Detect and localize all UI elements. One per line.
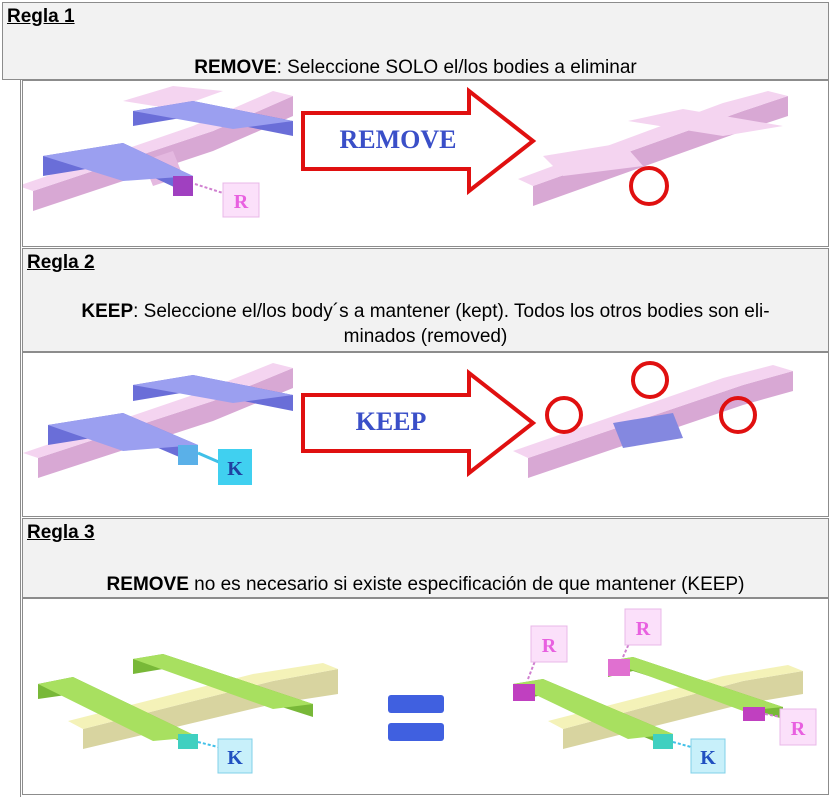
rule-3-tag-r-3: R bbox=[764, 708, 817, 746]
rule-3-header: Regla 3 REMOVE no es necesario si existe… bbox=[22, 518, 829, 598]
rule-2-tag-k-text: K bbox=[227, 458, 243, 480]
rule-3-tag-r-2-text: R bbox=[636, 618, 651, 640]
rule-3-tag-k-2-text: K bbox=[700, 747, 716, 769]
rule-3-tag-r-1: R bbox=[527, 625, 568, 680]
rule-1-arrow: REMOVE bbox=[301, 86, 537, 196]
rule-1-title: Regla 1 bbox=[7, 6, 75, 27]
rule-3-left-body bbox=[38, 654, 338, 749]
rule-2-header: Regla 2 KEEP: Seleccione el/los body´s a… bbox=[22, 248, 829, 352]
rule-3-description: REMOVE no es necesario si existe especif… bbox=[23, 572, 828, 597]
rule-3-tag-r-2: R bbox=[622, 608, 662, 658]
rule-2-illustration: K KEEP bbox=[22, 352, 829, 517]
rule-2-text-line2: minados (removed) bbox=[343, 326, 508, 347]
equals-sign bbox=[388, 695, 444, 741]
rule-3-right-body bbox=[513, 657, 803, 749]
rule-2-tag-k: K bbox=[197, 449, 252, 485]
rule-1-text: : Seleccione SOLO el/los bodies a elimin… bbox=[276, 57, 637, 78]
rule-3-tag-r-3-text: R bbox=[791, 718, 806, 740]
rule-1-arrow-label: REMOVE bbox=[340, 125, 457, 154]
rule-1-description: REMOVE: Seleccione SOLO el/los bodies a … bbox=[3, 55, 828, 80]
rule-1-tag-r-text: R bbox=[234, 191, 249, 213]
rule-2-title: Regla 2 bbox=[27, 252, 95, 273]
rule-2-result-body bbox=[513, 361, 793, 478]
rule-1-illustration: R REMOVE bbox=[22, 80, 829, 247]
rule-2-description: KEEP: Seleccione el/los body´s a mantene… bbox=[23, 299, 828, 349]
rule-3-tag-k-2: K bbox=[672, 738, 726, 774]
rule-2-arrow-label: KEEP bbox=[356, 407, 427, 436]
rule-2-removed-marker-1 bbox=[545, 396, 583, 434]
rule-1-keyword: REMOVE bbox=[194, 57, 277, 78]
rule-1-removed-marker bbox=[629, 166, 669, 206]
rule-1-tag-r: R bbox=[194, 182, 260, 218]
rule-1-result-body bbox=[518, 91, 788, 206]
rule-3-illustration: K R R bbox=[22, 598, 829, 795]
rule-2-removed-marker-2 bbox=[631, 361, 669, 399]
rule-3-title: Regla 3 bbox=[27, 522, 95, 543]
rule-1-removed-body bbox=[43, 101, 293, 196]
rule-2-text-line1: : Seleccione el/los body´s a mantener (k… bbox=[133, 301, 770, 322]
rule-2-keyword: KEEP bbox=[81, 301, 134, 322]
rule-3-tag-r-1-text: R bbox=[542, 635, 557, 657]
rule-1-header: Regla 1 REMOVE: Seleccione SOLO el/los b… bbox=[2, 2, 829, 80]
rule-2-removed-marker-3 bbox=[719, 396, 757, 434]
rule-3-tag-k: K bbox=[197, 738, 253, 774]
rule-3-keyword: REMOVE bbox=[106, 574, 189, 595]
rule-3-tag-k-text: K bbox=[227, 747, 243, 769]
rule-2-source-body bbox=[23, 363, 293, 478]
left-border-line bbox=[20, 80, 21, 797]
rule-2-arrow: KEEP bbox=[301, 368, 537, 478]
rule-3-text: no es necesario si existe especificación… bbox=[188, 574, 745, 595]
